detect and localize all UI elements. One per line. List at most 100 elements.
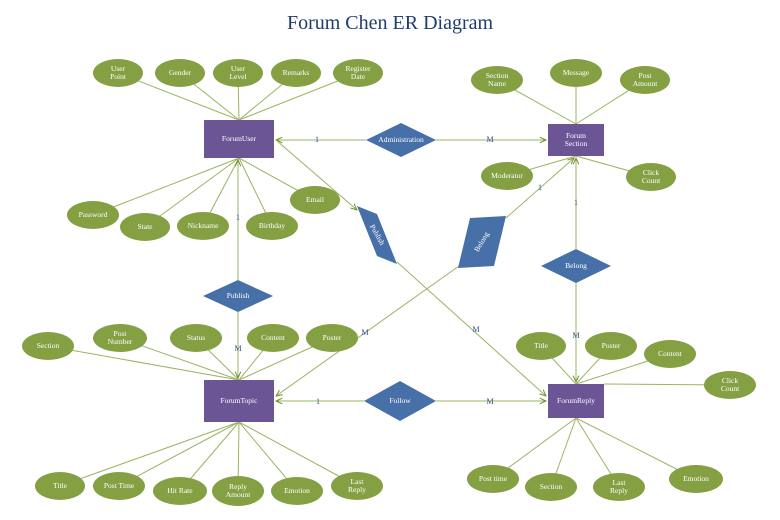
attribute-ellipse [620, 66, 670, 94]
attribute-ellipse [120, 213, 170, 241]
cardinality-c3: 1 [236, 213, 240, 222]
attribute-label: Birthday [259, 221, 285, 230]
attribute-ellipse [22, 332, 74, 360]
relationship-diamond [203, 280, 273, 312]
attribute-a_email[interactable]: Email [290, 186, 340, 214]
relationship-publish_diag[interactable]: Publish [357, 206, 397, 264]
relationship-belong_diag[interactable]: Belong [458, 216, 506, 268]
attribute-a_birthday[interactable]: Birthday [246, 212, 298, 240]
attribute-ellipse [704, 371, 756, 399]
attribute-a_rposttime[interactable]: Post time [467, 465, 519, 493]
cardinality-c1: 1 [315, 135, 319, 144]
attribute-a_nickname[interactable]: Nickname [177, 212, 229, 240]
entity-label: ForumTopic [221, 396, 259, 405]
attribute-label: Section [540, 482, 563, 491]
attribute-a_message[interactable]: Message [550, 59, 602, 87]
attribute-a_tsection[interactable]: Section [22, 332, 74, 360]
attribute-a_password[interactable]: Password [67, 201, 119, 229]
attribute-ellipse [471, 66, 523, 94]
attribute-label: Title [53, 481, 68, 490]
attribute-line [118, 421, 240, 487]
attribute-ellipse [212, 476, 264, 506]
entity-reply[interactable]: ForumReply [548, 384, 604, 418]
attribute-label: Remarks [283, 68, 310, 77]
attribute-ellipse [331, 472, 383, 500]
attribute-ellipse [93, 59, 143, 87]
attribute-ellipse [93, 472, 145, 500]
attribute-label: Poster [323, 333, 342, 342]
attribute-label: Title [534, 341, 549, 350]
attribute-line [575, 417, 697, 480]
relationship-follow[interactable]: Follow [364, 381, 436, 421]
attribute-label: Section [37, 341, 60, 350]
attribute-a_moderator[interactable]: Moderator [481, 162, 533, 190]
relationship-shape [458, 216, 506, 268]
relationship-line [275, 139, 357, 210]
cardinality-c8: M [486, 397, 493, 406]
attribute-a_remarks[interactable]: Remarks [271, 59, 321, 87]
relationship-belong_sec[interactable]: Belong [541, 249, 611, 283]
attribute-label: Post time [479, 474, 508, 483]
attribute-a_hitrate[interactable]: Hit Rate [153, 477, 207, 505]
attribute-a_state[interactable]: State [120, 213, 170, 241]
attribute-label: Hit Rate [167, 486, 193, 495]
attribute-a_tcontent[interactable]: Content [247, 324, 299, 352]
attribute-ellipse [290, 186, 340, 214]
attribute-a_tposter[interactable]: Poster [306, 324, 358, 352]
attribute-a_rposter[interactable]: Poster [585, 332, 637, 360]
attribute-a_ttitle[interactable]: Title [35, 472, 85, 500]
attribute-ellipse [669, 465, 723, 493]
relationship-label: Follow [389, 396, 411, 405]
attribute-ellipse [93, 324, 147, 352]
attribute-a_tposttime[interactable]: Post Time [93, 472, 145, 500]
attribute-label: Password [79, 210, 108, 219]
attribute-ellipse [213, 59, 263, 87]
cardinality-c4: M [234, 344, 241, 353]
attribute-ellipse [593, 473, 645, 501]
attribute-a_rsection[interactable]: Section [525, 473, 577, 501]
attribute-a_status[interactable]: Status [170, 324, 222, 352]
attribute-label: Status [187, 333, 205, 342]
attribute-label: Emotion [683, 474, 709, 483]
attribute-line [92, 157, 240, 216]
attribute-ellipse [516, 332, 566, 360]
attribute-a_rcontent[interactable]: Content [644, 340, 696, 368]
entity-user[interactable]: ForumUser [204, 120, 274, 158]
attribute-ellipse [306, 324, 358, 352]
attribute-a_gender[interactable]: Gender [155, 59, 205, 87]
relationship-label: Publish [227, 291, 250, 300]
entity-label: ForumUser [222, 134, 257, 143]
attribute-a_rtitle[interactable]: Title [516, 332, 566, 360]
entity-topic[interactable]: ForumTopic [204, 380, 274, 422]
attribute-a_remotion[interactable]: Emotion [669, 465, 723, 493]
attribute-ellipse [333, 59, 383, 87]
attribute-ellipse [246, 212, 298, 240]
attribute-a_temotion[interactable]: Emotion [271, 477, 323, 505]
relationship-publish_user[interactable]: Publish [203, 280, 273, 312]
entity-box [204, 380, 274, 422]
relationship-line [276, 265, 460, 396]
relationship-admin[interactable]: Administration [366, 123, 436, 157]
attribute-label: Content [658, 349, 683, 358]
entity-label: ForumReply [557, 396, 595, 405]
